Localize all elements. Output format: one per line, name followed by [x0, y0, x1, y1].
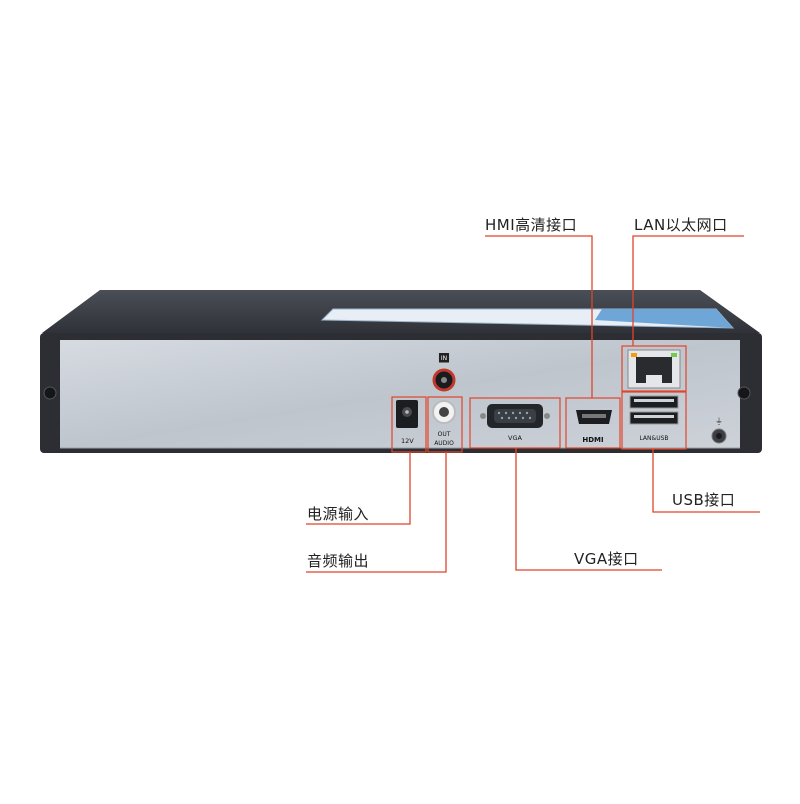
- hdmi-callout-line: [485, 235, 593, 398]
- lan-usb-panel-label: LAN&USB: [639, 435, 668, 442]
- audio-highlight-box: [427, 396, 463, 453]
- power-callout-label: 电源输入: [307, 505, 370, 523]
- audio-callout-line: [306, 452, 447, 573]
- vga-callout-line: [515, 448, 662, 571]
- power-voltage-label: 12V: [401, 437, 414, 445]
- usb-highlight-box: [621, 391, 687, 450]
- lan-led-left: [631, 353, 637, 357]
- hdmi-callout-label: HMI高清接口: [485, 216, 578, 234]
- screw-left: [43, 386, 57, 400]
- audio-callout-label: 音频输出: [307, 552, 370, 570]
- svg-text:⏚: ⏚: [715, 417, 723, 426]
- usb-callout-label: USB接口: [672, 491, 736, 509]
- vga-panel-label: VGA: [508, 434, 522, 442]
- lan-highlight-box: [621, 345, 687, 392]
- audio-out-label: OUT: [438, 431, 451, 438]
- lan-led-right: [671, 353, 677, 357]
- power-callout-line: [306, 452, 411, 525]
- audio-label: AUDIO: [434, 440, 454, 447]
- vga-callout-label: VGA接口: [574, 550, 639, 568]
- lan-callout-line: [632, 235, 744, 346]
- top-label-blue-strip: [595, 309, 733, 328]
- hdmi-panel-label: HDMI: [582, 436, 603, 444]
- lan-callout-label: LAN以太网口: [634, 216, 728, 234]
- rear-panel: [60, 340, 740, 448]
- usb-callout-line: [652, 449, 760, 513]
- audio-in-label: IN: [441, 355, 447, 362]
- hdmi-highlight-box: [565, 397, 621, 449]
- vga-highlight-box: [469, 397, 561, 449]
- screw-right: [737, 386, 751, 400]
- power-highlight-box: [391, 396, 427, 453]
